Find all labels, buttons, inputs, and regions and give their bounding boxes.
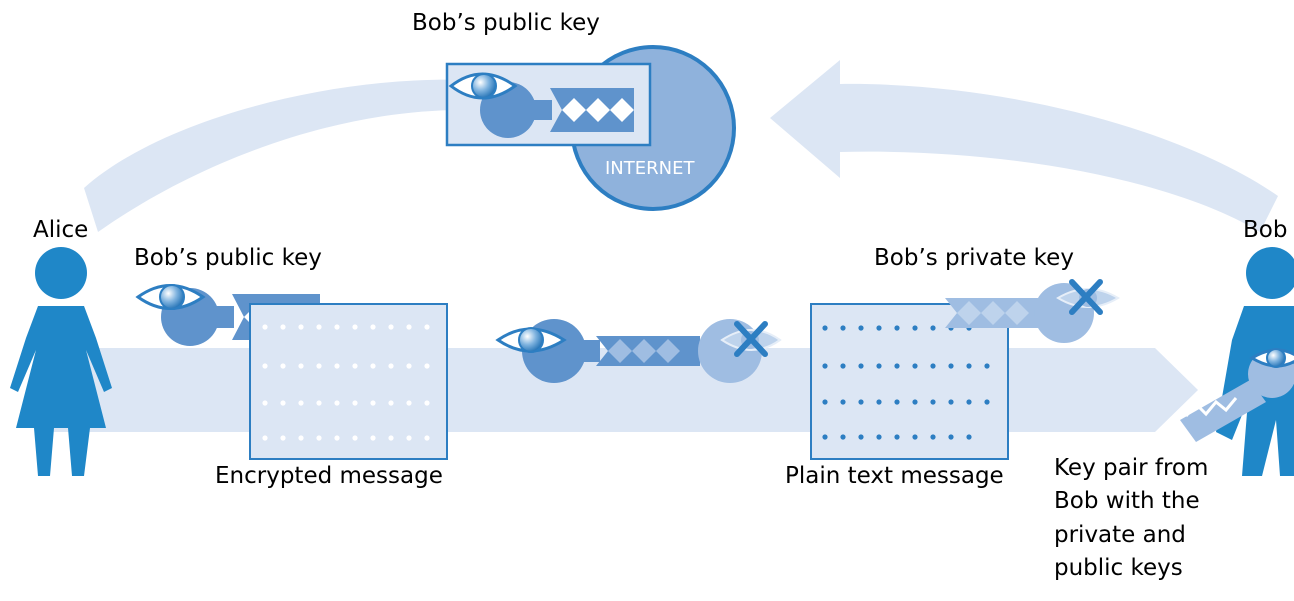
top-arrow-right	[770, 60, 1278, 232]
bob-public-key-left-label: Bob’s public key	[134, 245, 322, 271]
person-female-icon	[10, 247, 112, 476]
encrypted-message-label: Encrypted message	[215, 463, 443, 489]
plain-text-message-box	[810, 303, 1009, 460]
encrypted-message-box	[249, 303, 448, 460]
bob-public-key-top-label: Bob’s public key	[412, 10, 600, 36]
private-key-right	[945, 279, 1120, 343]
alice-label: Alice	[33, 217, 89, 243]
public-key-top	[445, 62, 652, 147]
key-pair-middle	[495, 319, 782, 383]
bob-private-key-label: Bob’s private key	[874, 245, 1074, 271]
internet-label: INTERNET	[605, 158, 695, 179]
bob-key-pair	[1180, 348, 1294, 442]
top-arrow-left	[84, 79, 470, 232]
bob-label: Bob	[1243, 217, 1288, 243]
plain-text-message-label: Plain text message	[785, 463, 1004, 489]
key-pair-label: Key pair from Bob with the private and p…	[1054, 455, 1209, 582]
